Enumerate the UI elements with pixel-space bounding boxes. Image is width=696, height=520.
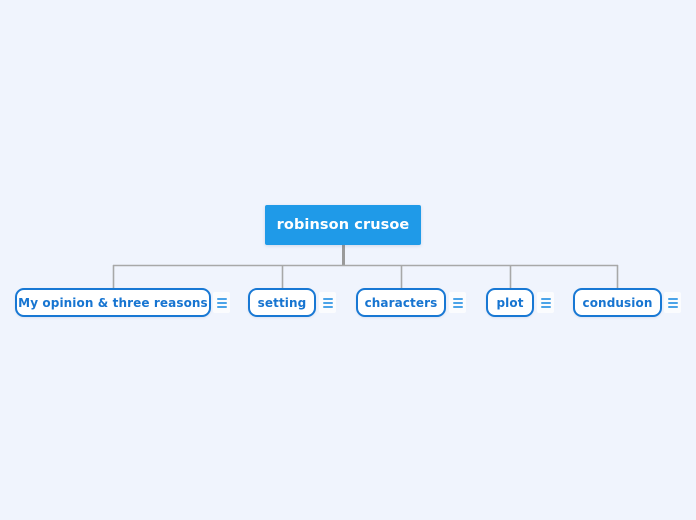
- child-node-label: plot: [496, 295, 524, 310]
- root-node-label: robinson crusoe: [276, 217, 410, 233]
- hamburger-menu-icon-4[interactable]: [537, 292, 554, 313]
- hamburger-menu-icon-5[interactable]: [664, 292, 681, 313]
- child-node-label: setting: [257, 295, 307, 310]
- hamburger-menu-icon-2[interactable]: [319, 292, 336, 313]
- mindmap-child-node-5[interactable]: condusion: [573, 288, 662, 317]
- child-node-label: My opinion & three reasons: [18, 295, 208, 310]
- mindmap-root-node[interactable]: robinson crusoe: [265, 205, 421, 245]
- mindmap-child-node-2[interactable]: setting: [248, 288, 316, 317]
- child-node-label: condusion: [582, 295, 653, 310]
- hamburger-menu-icon-1[interactable]: [213, 292, 230, 313]
- hamburger-menu-icon-3[interactable]: [449, 292, 466, 313]
- child-node-label: characters: [364, 295, 438, 310]
- mindmap-child-node-1[interactable]: My opinion & three reasons: [15, 288, 211, 317]
- mindmap-child-node-4[interactable]: plot: [486, 288, 534, 317]
- mindmap-child-node-3[interactable]: characters: [356, 288, 446, 317]
